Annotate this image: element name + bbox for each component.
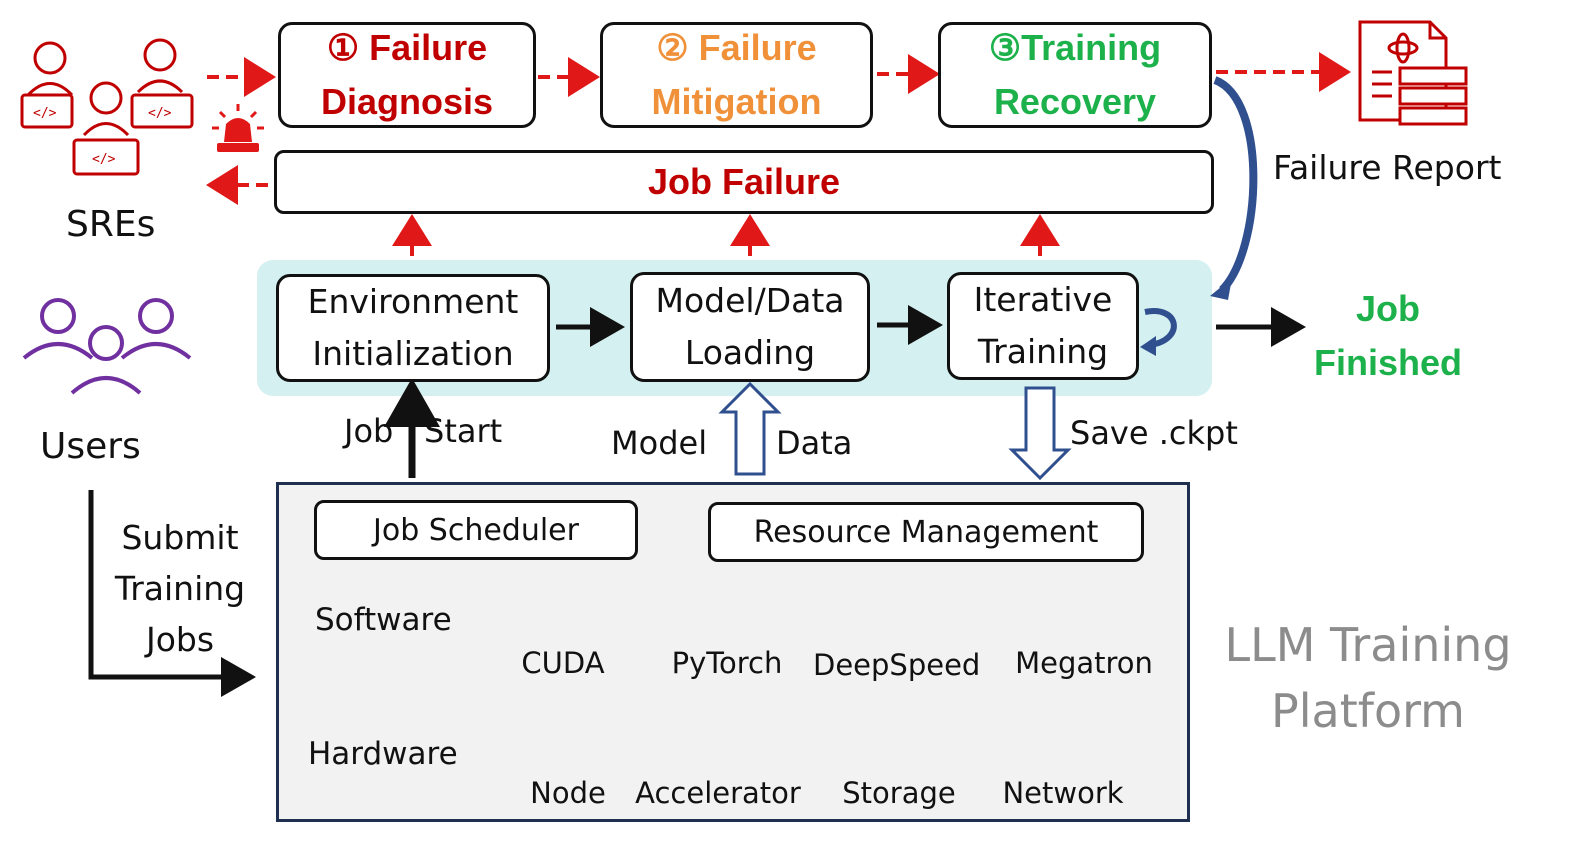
sres-label: SREs xyxy=(66,204,156,245)
iteration-loop-arrow xyxy=(1144,308,1177,348)
job-failure-bar: Job Failure xyxy=(274,150,1214,214)
env-init-line2: Initialization xyxy=(312,334,514,373)
loading-line2: Loading xyxy=(684,333,816,372)
stage-recovery-text: ③Training Recovery xyxy=(989,21,1161,129)
stage-3-line1: Training xyxy=(1021,27,1162,68)
save-ckpt-label: Save .ckpt xyxy=(1070,414,1238,452)
pipeline-training-text: Iterative Training xyxy=(974,274,1113,378)
hardware-row-label: Hardware xyxy=(308,736,458,772)
stage-1-line2: Diagnosis xyxy=(320,81,494,122)
job-finished-label: Job Finished xyxy=(1296,282,1480,390)
stage-3-line2: Recovery xyxy=(993,81,1157,122)
stage-2-line1: Failure xyxy=(698,27,817,68)
pipeline-iterative-training: Iterative Training xyxy=(947,272,1139,380)
env-init-line1: Environment xyxy=(307,282,519,321)
submit-line1: Submit xyxy=(121,518,239,557)
data-label: Data xyxy=(776,424,853,462)
failure-report-label: Failure Report xyxy=(1273,148,1502,187)
save-ckpt-hollow-arrow xyxy=(1008,386,1072,481)
model-data-hollow-arrow xyxy=(718,381,782,476)
job-label: Job xyxy=(344,412,394,450)
sre-developers-icon: </> </> </> xyxy=(20,38,194,176)
job-finished-line1: Job xyxy=(1355,288,1420,329)
stage-3-number: ③ xyxy=(988,27,1022,68)
submit-jobs-arrow xyxy=(88,490,256,697)
alarm-light-icon xyxy=(212,104,264,152)
platform-title-line2: Platform xyxy=(1271,684,1465,738)
deepspeed-label: DeepSpeed xyxy=(813,648,981,682)
network-label: Network xyxy=(1002,776,1124,810)
stage-mitigation-text: ② Failure Mitigation xyxy=(652,21,822,129)
llm-platform-title: LLM Training Platform xyxy=(1218,612,1518,744)
job-scheduler-label: Job Scheduler xyxy=(373,512,579,548)
platform-title-line1: LLM Training xyxy=(1224,618,1512,672)
stage-2-number: ② xyxy=(656,27,689,68)
resource-management-label: Resource Management xyxy=(753,514,1099,550)
pipeline-loading-text: Model/Data Loading xyxy=(656,275,845,379)
resource-management-box: Resource Management xyxy=(708,502,1144,562)
stage-2-line2: Mitigation xyxy=(651,81,822,122)
iteration-loop-head xyxy=(1140,336,1156,356)
svg-text:</>: </> xyxy=(92,152,116,167)
recovery-to-pipeline-curve xyxy=(1213,76,1258,293)
job-scheduler-box: Job Scheduler xyxy=(314,500,638,560)
training-line1: Iterative xyxy=(973,280,1113,319)
software-row-label: Software xyxy=(315,602,452,638)
submit-training-jobs-label: Submit Training Jobs xyxy=(100,512,260,665)
stage-diagnosis-text: ① Failure Diagnosis xyxy=(321,21,493,129)
loading-line1: Model/Data xyxy=(655,281,845,320)
node-label: Node xyxy=(530,776,606,810)
stage-failure-diagnosis: ① Failure Diagnosis xyxy=(278,22,536,128)
submit-line2: Training xyxy=(114,569,246,608)
stage-1-line1: Failure xyxy=(369,27,488,68)
failure-report-icon xyxy=(1358,20,1468,126)
pytorch-label: PyTorch xyxy=(671,646,783,680)
start-label: Start xyxy=(424,412,503,450)
pipeline-env-init: Environment Initialization xyxy=(276,274,550,382)
recovery-curve-head xyxy=(1210,278,1232,300)
users-group-icon xyxy=(22,298,192,395)
cuda-label: CUDA xyxy=(521,646,605,680)
stage-training-recovery: ③Training Recovery xyxy=(938,22,1212,128)
stage-1-number: ① xyxy=(326,27,360,68)
job-finished-line2: Finished xyxy=(1313,342,1462,383)
stage-failure-mitigation: ② Failure Mitigation xyxy=(600,22,873,128)
accelerator-label: Accelerator xyxy=(635,776,801,810)
users-label: Users xyxy=(40,426,141,467)
training-line2: Training xyxy=(977,332,1109,371)
pipeline-model-data-loading: Model/Data Loading xyxy=(630,272,870,382)
svg-text:</>: </> xyxy=(148,106,172,121)
job-failure-label: Job Failure xyxy=(647,161,841,202)
storage-label: Storage xyxy=(842,776,956,810)
svg-text:</>: </> xyxy=(33,106,57,121)
megatron-label: Megatron xyxy=(1015,646,1153,680)
model-label: Model xyxy=(611,424,708,462)
submit-line3: Jobs xyxy=(145,620,215,659)
pipeline-env-init-text: Environment Initialization xyxy=(308,276,519,380)
